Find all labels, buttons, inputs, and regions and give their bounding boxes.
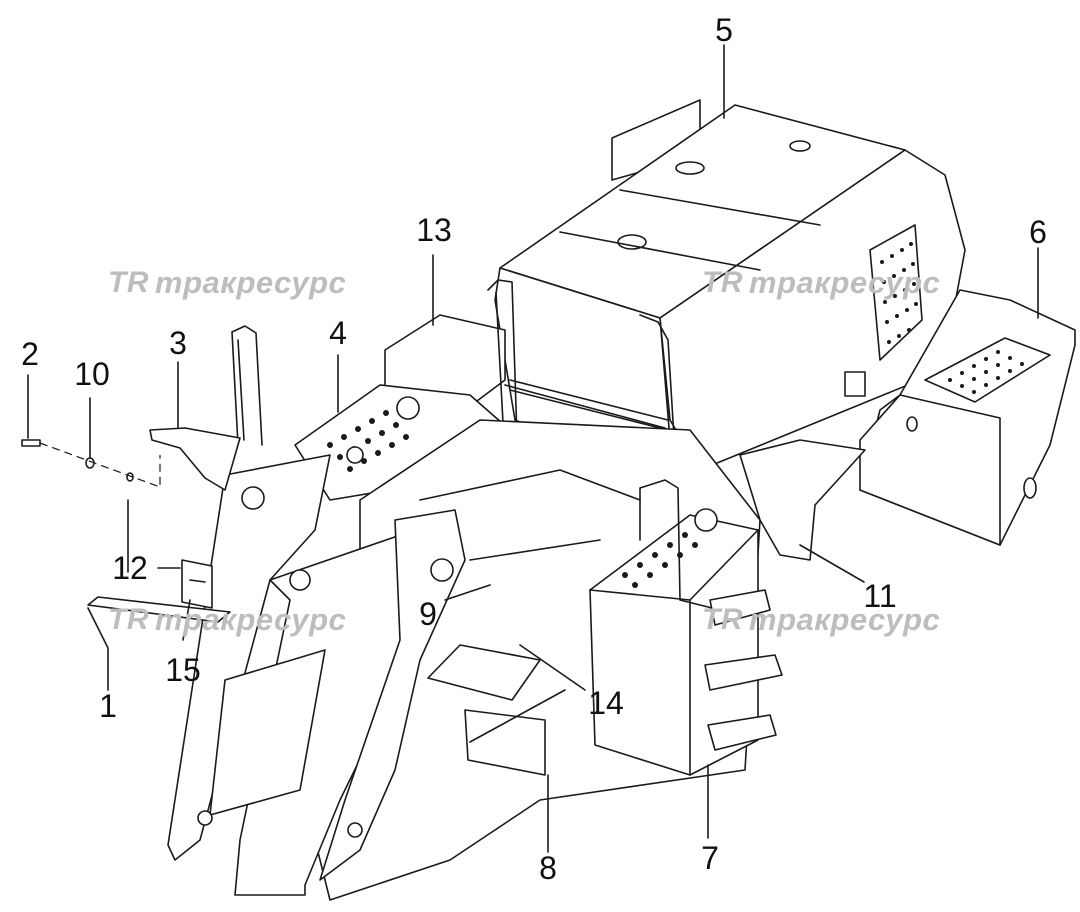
leader-lines (27, 44, 1039, 853)
callout-13: 13 (416, 212, 452, 248)
watermark-text: тракресурс (749, 602, 941, 637)
left-fender-part (294, 384, 511, 501)
watermark-bottom-right: TR тракресурс (702, 602, 940, 638)
grab-handles (231, 325, 263, 446)
front-a-frame (167, 454, 466, 896)
rops-frame (487, 279, 677, 471)
step-pad-part (427, 644, 546, 776)
callout-10: 10 (74, 356, 110, 392)
callout-3: 3 (169, 325, 187, 361)
callout-1: 1 (99, 688, 117, 724)
callout-8: 8 (539, 850, 557, 886)
bracket-part (149, 427, 241, 491)
watermark-text: тракресурс (155, 602, 347, 637)
callout-12: 12 (112, 550, 148, 586)
right-tank-holes (622, 532, 698, 588)
watermark-logo: TR (702, 603, 743, 636)
callout-5: 5 (715, 12, 733, 48)
watermark-top-left: TR тракресурс (108, 265, 346, 301)
callout-15: 15 (165, 652, 201, 688)
right-fender-part (739, 439, 866, 561)
small-parts (87, 559, 231, 623)
callout-6: 6 (1029, 214, 1047, 250)
bolt-hardware (21, 439, 161, 488)
watermark-logo: TR (108, 603, 149, 636)
callout-9: 9 (419, 596, 437, 632)
watermark-text: тракресурс (749, 265, 941, 300)
watermark-top-right: TR тракресурс (702, 265, 940, 301)
cab-part (494, 99, 966, 471)
cab-grille-holes (880, 242, 918, 344)
steps (704, 589, 783, 751)
right-tank-part (589, 479, 759, 776)
callout-4: 4 (329, 315, 347, 351)
left-fender-holes (327, 410, 409, 472)
watermark-text: тракресурс (155, 265, 347, 300)
watermark-logo: TR (108, 266, 149, 299)
callout-14: 14 (588, 685, 624, 721)
rear-tank-part (859, 289, 1076, 546)
watermark-logo: TR (702, 266, 743, 299)
watermark-bottom-left: TR тракресурс (108, 602, 346, 638)
callout-2: 2 (21, 336, 39, 372)
callout-7: 7 (701, 840, 719, 876)
callout-11: 11 (863, 578, 897, 614)
tank-grid-holes (948, 350, 1024, 394)
